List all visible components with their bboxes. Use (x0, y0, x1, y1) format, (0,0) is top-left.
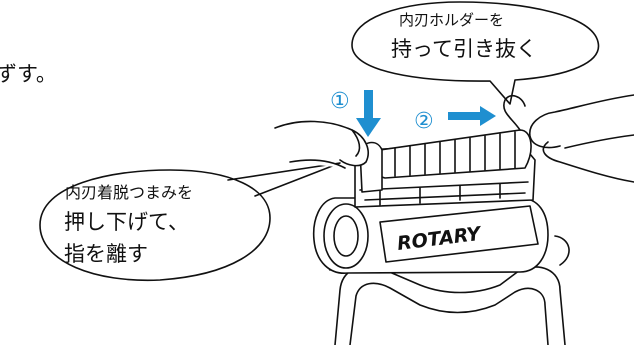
rotary-logo-plate (379, 205, 539, 263)
text-fragment: ずす。 (0, 62, 57, 86)
callout-release-line3: 指を離す (64, 242, 148, 266)
step-2-label: ② (414, 109, 434, 134)
side-cap (323, 203, 369, 269)
callout-bubble-release (39, 162, 341, 282)
callout-pull-line2: 持って引き抜く (391, 37, 537, 61)
arrow-right-icon (448, 106, 496, 126)
callout-pull-line1: 内刃ホルダーを (399, 11, 505, 29)
arrow-down-icon (356, 90, 381, 137)
callout-bubble-pull (351, 1, 600, 105)
left-hand (274, 120, 369, 169)
callout-release-line1: 内刃着脱つまみを (65, 183, 194, 202)
step-1-label: ① (330, 89, 350, 114)
right-hand (529, 94, 634, 183)
shaver-handle (334, 265, 566, 345)
callout-release-line2: 押し下げて、 (64, 210, 189, 234)
